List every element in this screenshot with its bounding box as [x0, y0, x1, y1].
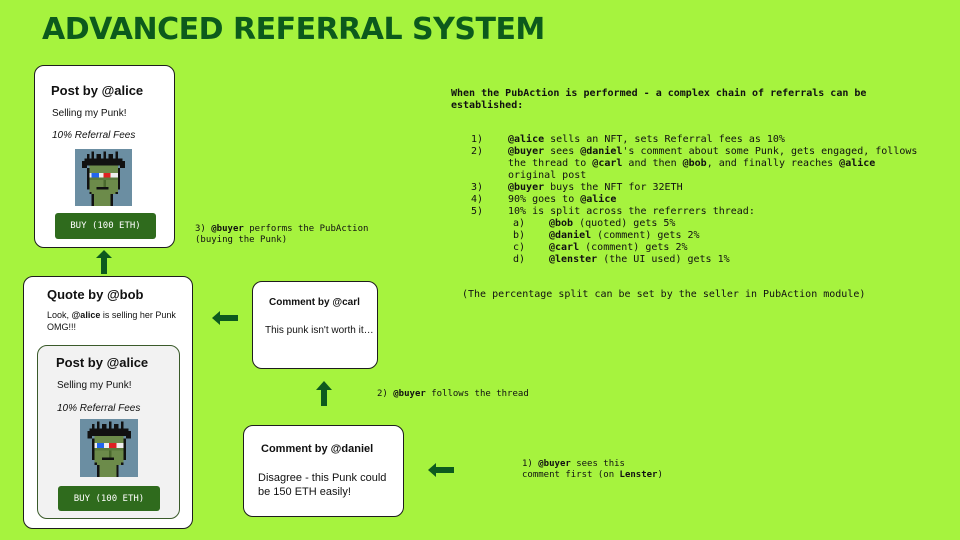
mention: @alice [508, 134, 545, 145]
mention: @alice [839, 158, 876, 169]
post-card-alice: Post by @alice Selling my Punk! 10% Refe… [34, 65, 175, 248]
list-content: @bob (quoted) gets 5% [549, 218, 675, 230]
list-item: 2) @buyer sees @daniel's comment about so… [471, 146, 926, 182]
mention: @bob [549, 218, 574, 229]
comment-text: Disagree - this Punk could be 150 ETH ea… [258, 472, 387, 498]
list-content: @alice sells an NFT, sets Referral fees … [508, 134, 926, 146]
list-number: d) [513, 254, 526, 265]
list-number: 5) [471, 206, 484, 217]
mention: @buyer [393, 389, 426, 399]
list-content: @buyer sees @daniel's comment about some… [508, 146, 926, 182]
quote-card-bob: Quote by @bob Look, @alice is selling he… [23, 276, 193, 529]
arrow-left-icon [212, 311, 238, 325]
list-content: 90% goes to @alice [508, 194, 926, 206]
mention: @buyer [538, 459, 571, 469]
mention: @daniel [580, 146, 623, 157]
list-content: @buyer buys the NFT for 32ETH [508, 182, 926, 194]
list-text: (comment) gets 2% [591, 230, 700, 241]
list-number: a) [513, 218, 526, 229]
post-header: Post by @alice [51, 83, 144, 98]
list-text: 10% is split across the referrers thread… [508, 206, 755, 217]
page-title: ADVANCED REFERRAL SYSTEM [42, 12, 545, 47]
mention: @carl [592, 158, 623, 169]
arrow-up-icon [96, 250, 112, 274]
arrow-up-icon [316, 381, 332, 406]
list-item: 3) @buyer buys the NFT for 32ETH [471, 182, 926, 194]
mention: @alice [71, 310, 101, 320]
buy-button[interactable]: BUY (100 ETH) [55, 213, 156, 239]
list-text: 90% goes to [508, 194, 581, 205]
explanation-list: 1) @alice sells an NFT, sets Referral fee… [471, 134, 926, 266]
mention: @lenster [549, 254, 598, 265]
referral-fees-label: 10% Referral Fees [52, 130, 136, 141]
punk-avatar-icon [80, 419, 138, 477]
arrow-left-icon [428, 463, 454, 477]
mention: @buyer [508, 182, 545, 193]
list-text: (the UI used) gets 1% [597, 254, 730, 265]
post-header: Post by @alice [56, 355, 149, 370]
list-content: 10% is split across the referrers thread… [508, 206, 926, 218]
post-text: Selling my Punk! [57, 380, 132, 391]
list-text: sells an NFT, sets Referral fees as 10% [544, 134, 785, 145]
punk-avatar-icon [75, 149, 132, 206]
referral-fees-label: 10% Referral Fees [57, 403, 141, 414]
list-item: 5) 10% is split across the referrers thre… [471, 206, 926, 218]
list-text: original post [508, 170, 587, 181]
list-content: @lenster (the UI used) gets 1% [549, 254, 730, 266]
list-number: 2) [471, 146, 484, 157]
comment-card-daniel: Comment by @daniel Disagree - this Punk … [243, 425, 404, 517]
list-text: buys the NFT for 32ETH [544, 182, 683, 193]
comment-header: Comment by @daniel [261, 443, 374, 455]
mention: @buyer [508, 146, 545, 157]
mention: @bob [682, 158, 707, 169]
mention: Lenster [619, 470, 658, 480]
mention: @carl [549, 242, 580, 253]
list-subitem: b) @daniel (comment) gets 2% [471, 230, 926, 242]
step1-note: 1) @buyer sees this comment first (on Le… [522, 459, 663, 480]
step2-note: 2) @buyer follows the thread [377, 389, 529, 399]
comment-card-carl: Comment by @carl This punk isn't worth i… [252, 281, 378, 369]
list-subitem: a) @bob (quoted) gets 5% [471, 218, 926, 230]
list-subitem: c) @carl (comment) gets 2% [471, 242, 926, 254]
list-number: b) [513, 230, 526, 241]
list-number: c) [513, 242, 526, 253]
comment-text: This punk isn't worth it… [265, 325, 374, 336]
list-number: 4) [471, 194, 484, 205]
list-content: @carl (comment) gets 2% [549, 242, 687, 254]
quoted-post-card: Post by @alice Selling my Punk! 10% Refe… [37, 345, 180, 519]
list-text: 's comment about some Punk, gets engaged… [508, 146, 918, 169]
mention: @buyer [211, 224, 244, 234]
list-subitem: d) @lenster (the UI used) gets 1% [471, 254, 926, 266]
explanation-footer: (The percentage split can be set by the … [462, 289, 866, 300]
list-text: sees [544, 146, 581, 157]
list-item: 4) 90% goes to @alice [471, 194, 926, 206]
buy-button[interactable]: BUY (100 ETH) [58, 486, 160, 511]
mention: @alice [580, 194, 617, 205]
mention: @daniel [549, 230, 592, 241]
explanation-heading: When the PubAction is performed - a comp… [451, 88, 867, 111]
step3-note: 3) @buyer performs the PubAction (buying… [195, 224, 369, 245]
quote-text: Look, @alice is selling her Punk OMG!!! [47, 310, 176, 332]
list-text: , and finally reaches [706, 158, 840, 169]
post-text: Selling my Punk! [52, 108, 127, 119]
list-text: (quoted) gets 5% [573, 218, 676, 229]
list-number: 1) [471, 134, 484, 145]
list-number: 3) [471, 182, 484, 193]
comment-header: Comment by @carl [269, 297, 360, 308]
quote-header: Quote by @bob [47, 287, 144, 302]
list-text: and then [622, 158, 683, 169]
list-text: (comment) gets 2% [579, 242, 688, 253]
list-item: 1) @alice sells an NFT, sets Referral fee… [471, 134, 926, 146]
list-content: @daniel (comment) gets 2% [549, 230, 700, 242]
